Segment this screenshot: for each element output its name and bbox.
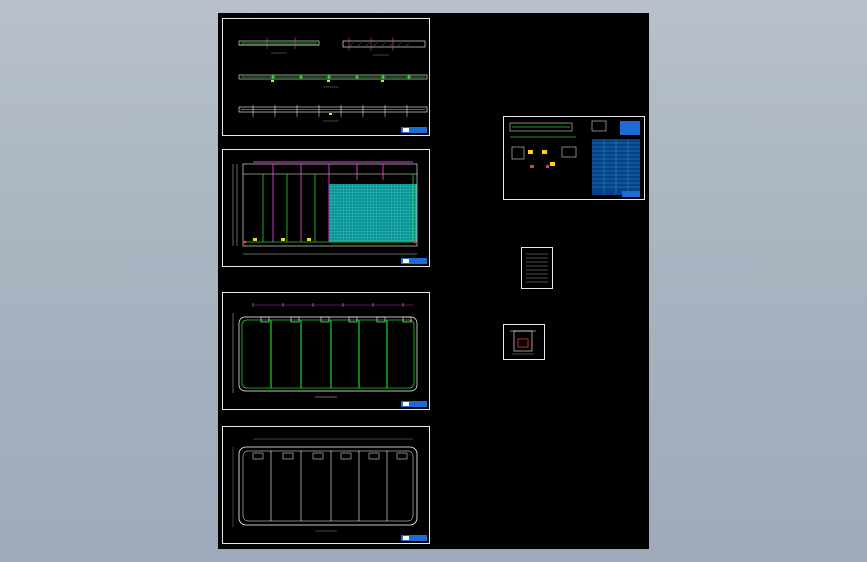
sheet-1-drawing: [238, 37, 428, 133]
drawing-sheet-1[interactable]: [222, 18, 430, 136]
cad-model-space[interactable]: [218, 13, 649, 549]
detail-sheet-drawing: [509, 120, 640, 197]
drawing-sheet-4[interactable]: [222, 426, 430, 544]
sheet-3-drawing: [232, 303, 427, 407]
sheet-4-drawing: [232, 438, 427, 541]
drawing-sheet-2[interactable]: [222, 149, 430, 267]
sheet-2-drawing: [232, 161, 427, 264]
drawing-sheet-3[interactable]: [222, 292, 430, 410]
notes-sheet[interactable]: [521, 247, 553, 289]
section-sheet-drawing: [510, 330, 536, 355]
detail-sheet[interactable]: [503, 116, 645, 200]
rebar-mesh-area: [329, 184, 417, 242]
notes-sheet-drawing: [526, 253, 548, 283]
section-sheet[interactable]: [503, 324, 545, 360]
